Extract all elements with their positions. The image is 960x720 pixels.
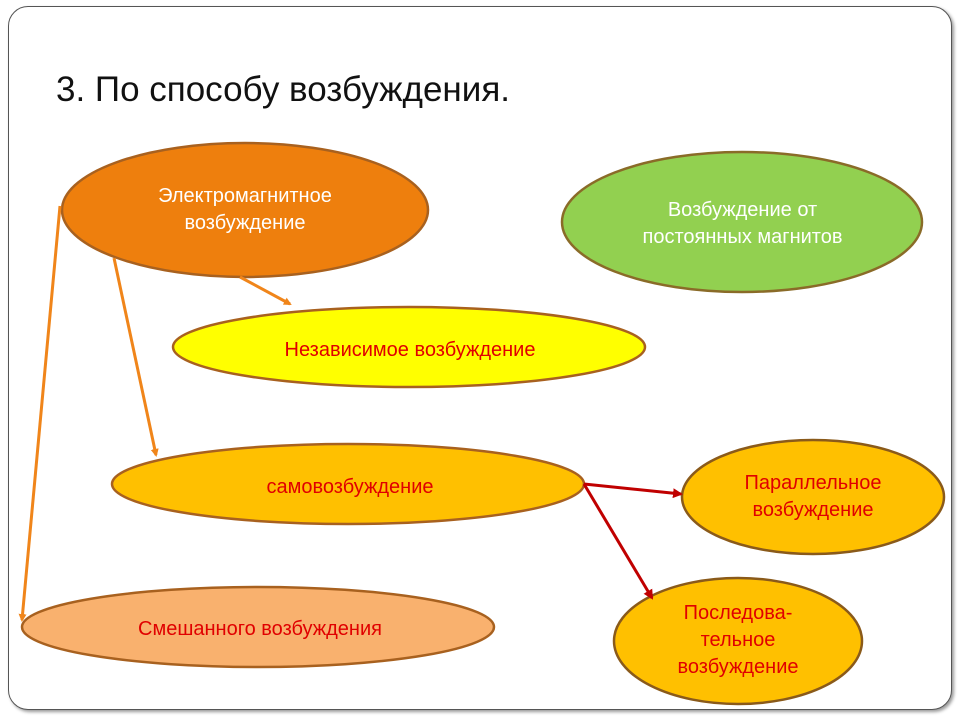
slide-title: 3. По способу возбуждения. [56,70,510,109]
node-electromagnetic [60,141,430,279]
node-permanent [560,150,924,294]
arrow-to-independent [239,275,292,306]
node-serial [612,576,864,706]
node-independent [171,305,647,389]
label-electromagnetic: Электромагнитное возбуждение [158,185,332,234]
node-mixed [20,585,496,669]
label-independent: Независимое возбуждение [284,338,536,361]
label-self: самовозбуждение [266,475,434,498]
arrow-to-mixed [18,205,62,622]
label-parallel: Параллельное возбуждение [744,472,882,521]
label-serial: Последова-тельное возбуждение [677,601,799,678]
label-mixed: Смешанного возбуждения [138,617,382,640]
label-permanent: Возбуждение от постоянных магнитов [642,199,843,248]
arrow-to-serial [582,483,654,600]
arrow-to-parallel [583,482,683,499]
arrow-to-self [112,257,159,457]
